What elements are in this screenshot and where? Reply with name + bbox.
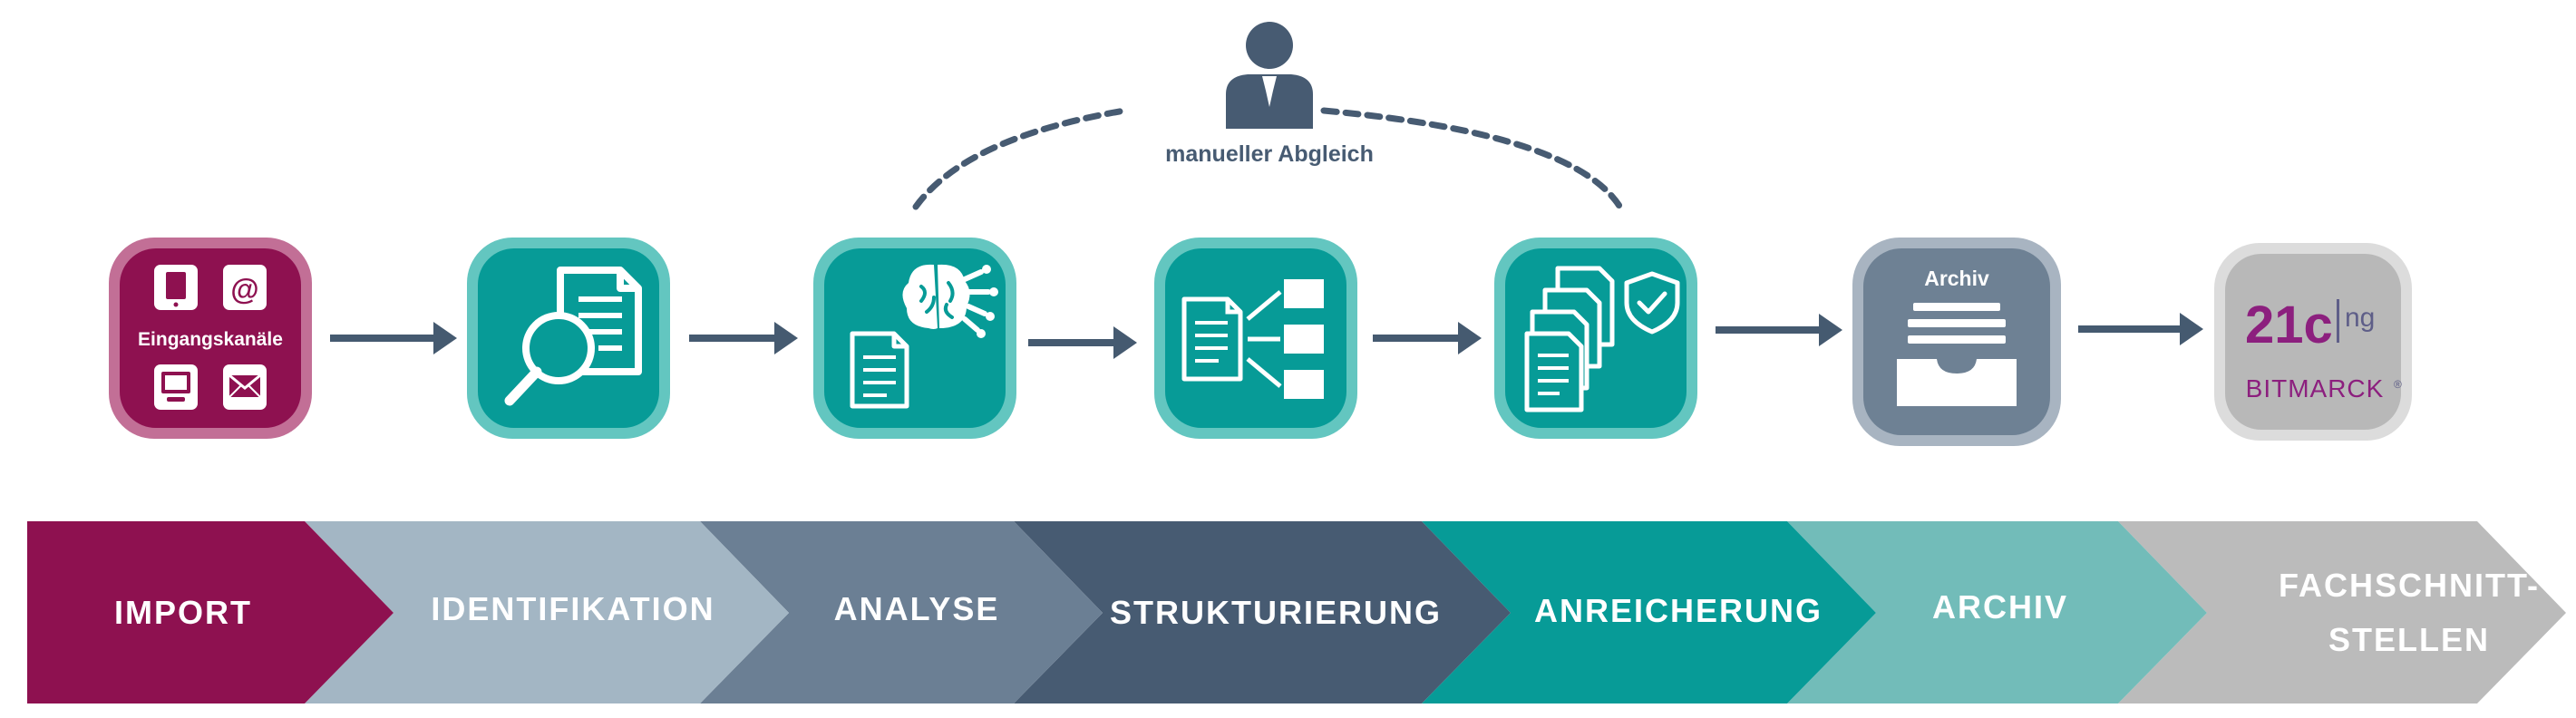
- tile-identification: [467, 238, 670, 439]
- manual-review-label: manueller Abgleich: [1165, 141, 1374, 167]
- at-sign-icon: @: [223, 265, 267, 310]
- chevron-shape: [1422, 521, 1876, 703]
- archive-tile-label: Archiv: [1924, 267, 1989, 290]
- tile-import: @ Eingangskanäle: [109, 238, 312, 439]
- shield-check-icon: [1624, 271, 1680, 335]
- stage-identifikation-label: IDENTIFIKATION: [431, 590, 714, 627]
- stage-analyse-label: ANALYSE: [834, 590, 1000, 627]
- manual-review: manueller Abgleich: [912, 22, 1627, 216]
- chevron-shape: [305, 521, 789, 703]
- flow-arrow-5: [1716, 314, 1842, 346]
- document-split-icon: [1181, 279, 1324, 399]
- chevron-shape: [1787, 521, 2207, 703]
- svg-text:ng: ng: [2345, 303, 2375, 333]
- envelope-icon: [223, 364, 267, 410]
- stage-import-label: IMPORT: [114, 594, 252, 631]
- stage-fachschnittstellen-line1: FACHSCHNITT-: [2279, 567, 2540, 604]
- flow-arrow-4: [1373, 322, 1482, 354]
- chevron-shape: [700, 521, 1103, 703]
- document-icon: [850, 331, 909, 409]
- flow-arrow-6: [2078, 313, 2203, 345]
- logo-21cng: 21c ng: [2245, 296, 2375, 354]
- svg-text:BITMARCK: BITMARCK: [2246, 374, 2385, 403]
- tile-analysis: [813, 238, 1016, 439]
- chevron-shape: [1014, 521, 1511, 703]
- chevron-shape: [27, 521, 394, 703]
- stage-archiv-label: ARCHIV: [1932, 588, 2068, 626]
- flow-arrow-3: [1028, 326, 1137, 359]
- tile-structuring: [1154, 238, 1357, 439]
- flow-arrow-1: [330, 322, 457, 354]
- stage-strukturierung-label: STRUKTURIERUNG: [1110, 594, 1442, 631]
- documents-stack-icon: [1524, 266, 1615, 412]
- document-search-icon: [504, 267, 642, 406]
- stage-fachschnittstellen-line2: STELLEN: [2328, 621, 2490, 658]
- flow-arrow-2: [689, 322, 798, 354]
- manual-review-arc: [912, 107, 1128, 210]
- tile-enrichment: [1494, 238, 1697, 439]
- svg-text:21c: 21c: [2245, 296, 2333, 354]
- brain-circuit-icon: [902, 264, 998, 338]
- tile-archive: Archiv: [1852, 238, 2061, 446]
- tile-interfaces: 21c ng BITMARCK ®: [2214, 243, 2412, 441]
- manual-review-arc-right: [1320, 107, 1627, 216]
- chevron-shape: [2118, 521, 2566, 703]
- person-icon: [1226, 22, 1313, 129]
- chevron-band: IMPORT IDENTIFIKATION ANALYSE STRUKTURIE…: [27, 521, 2566, 703]
- monitor-icon: [154, 364, 198, 410]
- svg-text:@: @: [230, 273, 258, 306]
- stage-anreicherung-label: ANREICHERUNG: [1534, 592, 1823, 629]
- logo-bitmarck: BITMARCK ®: [2246, 374, 2402, 403]
- archive-tray-icon: [1897, 303, 2017, 406]
- import-tile-label: Eingangskanäle: [138, 329, 283, 350]
- tablet-icon: [154, 265, 198, 310]
- svg-text:®: ®: [2394, 378, 2402, 391]
